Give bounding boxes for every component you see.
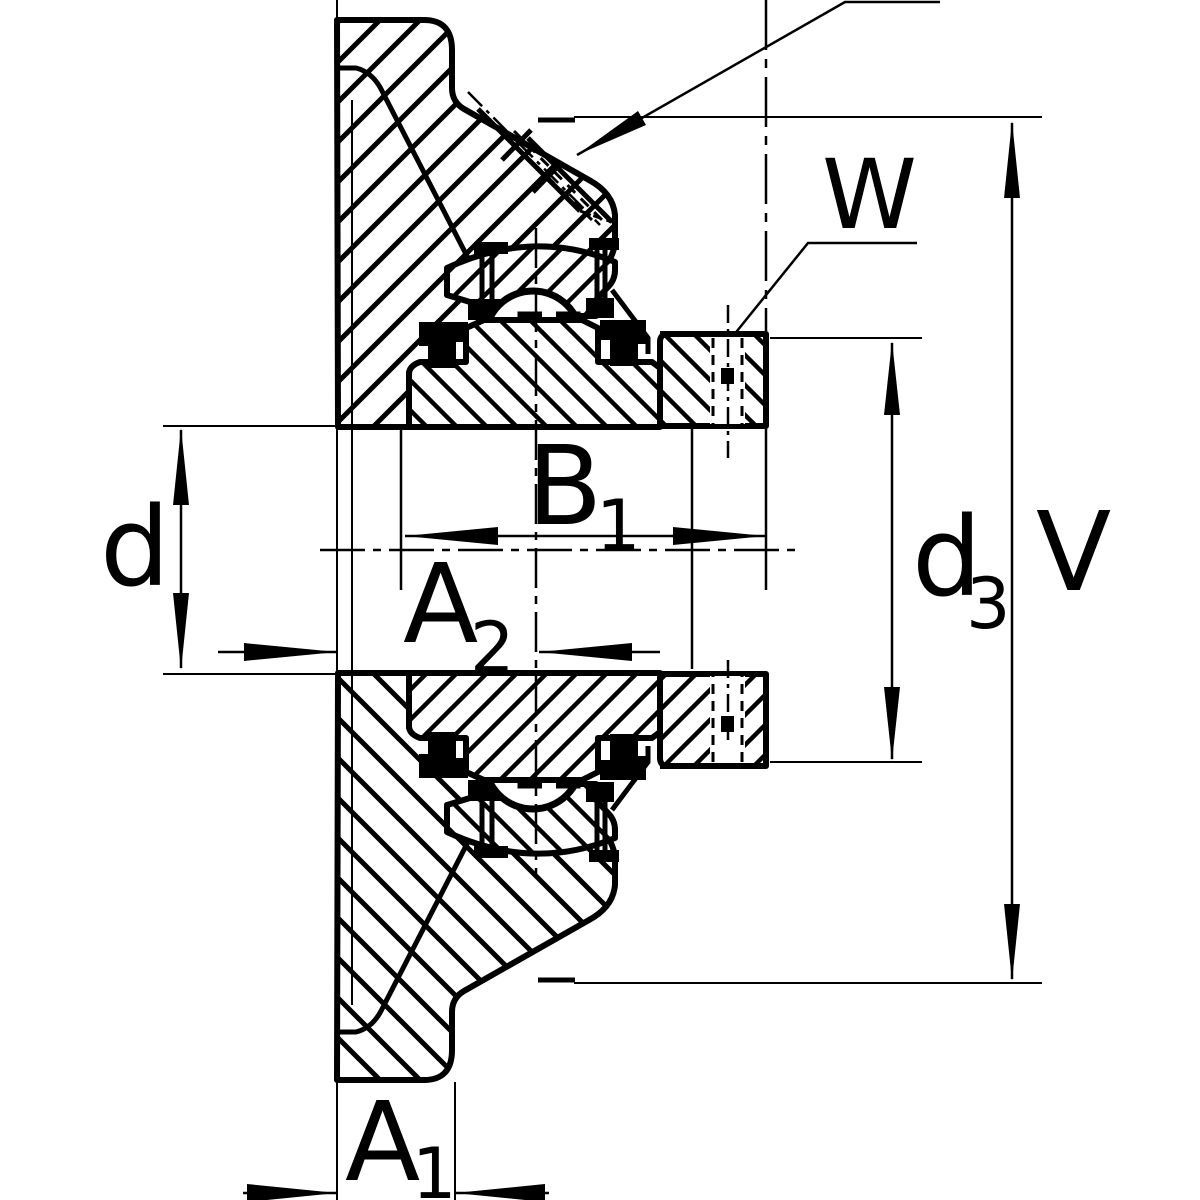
dimension-labels: d B 1 A 2 A 1 W d 3 V xyxy=(100,139,1111,1200)
label-d: d xyxy=(100,483,170,611)
label-b1: B xyxy=(527,422,602,550)
dim-d xyxy=(173,428,189,670)
dim-a1 xyxy=(243,1184,549,1200)
upper-half-section xyxy=(337,20,766,427)
label-d3: d xyxy=(912,493,982,621)
label-a2-sub: 2 xyxy=(470,607,515,689)
dim-v xyxy=(1004,121,1020,981)
label-w: W xyxy=(822,139,917,251)
dim-b1 xyxy=(405,527,766,545)
dim-d3 xyxy=(884,341,900,761)
label-b1-sub: 1 xyxy=(596,485,641,567)
dim-a2 xyxy=(218,643,660,661)
leader-w xyxy=(732,241,917,337)
label-a1: A xyxy=(345,1078,420,1200)
label-a2: A xyxy=(403,540,478,668)
reference-lines xyxy=(163,0,1042,1200)
label-a1-sub: 1 xyxy=(412,1133,457,1200)
leader-top xyxy=(576,0,940,157)
dimensions xyxy=(173,0,1020,1200)
label-v: V xyxy=(1036,488,1111,616)
label-d3-sub: 3 xyxy=(966,563,1011,645)
lower-half-section xyxy=(337,673,766,1080)
angled-screw-hole xyxy=(467,91,614,226)
